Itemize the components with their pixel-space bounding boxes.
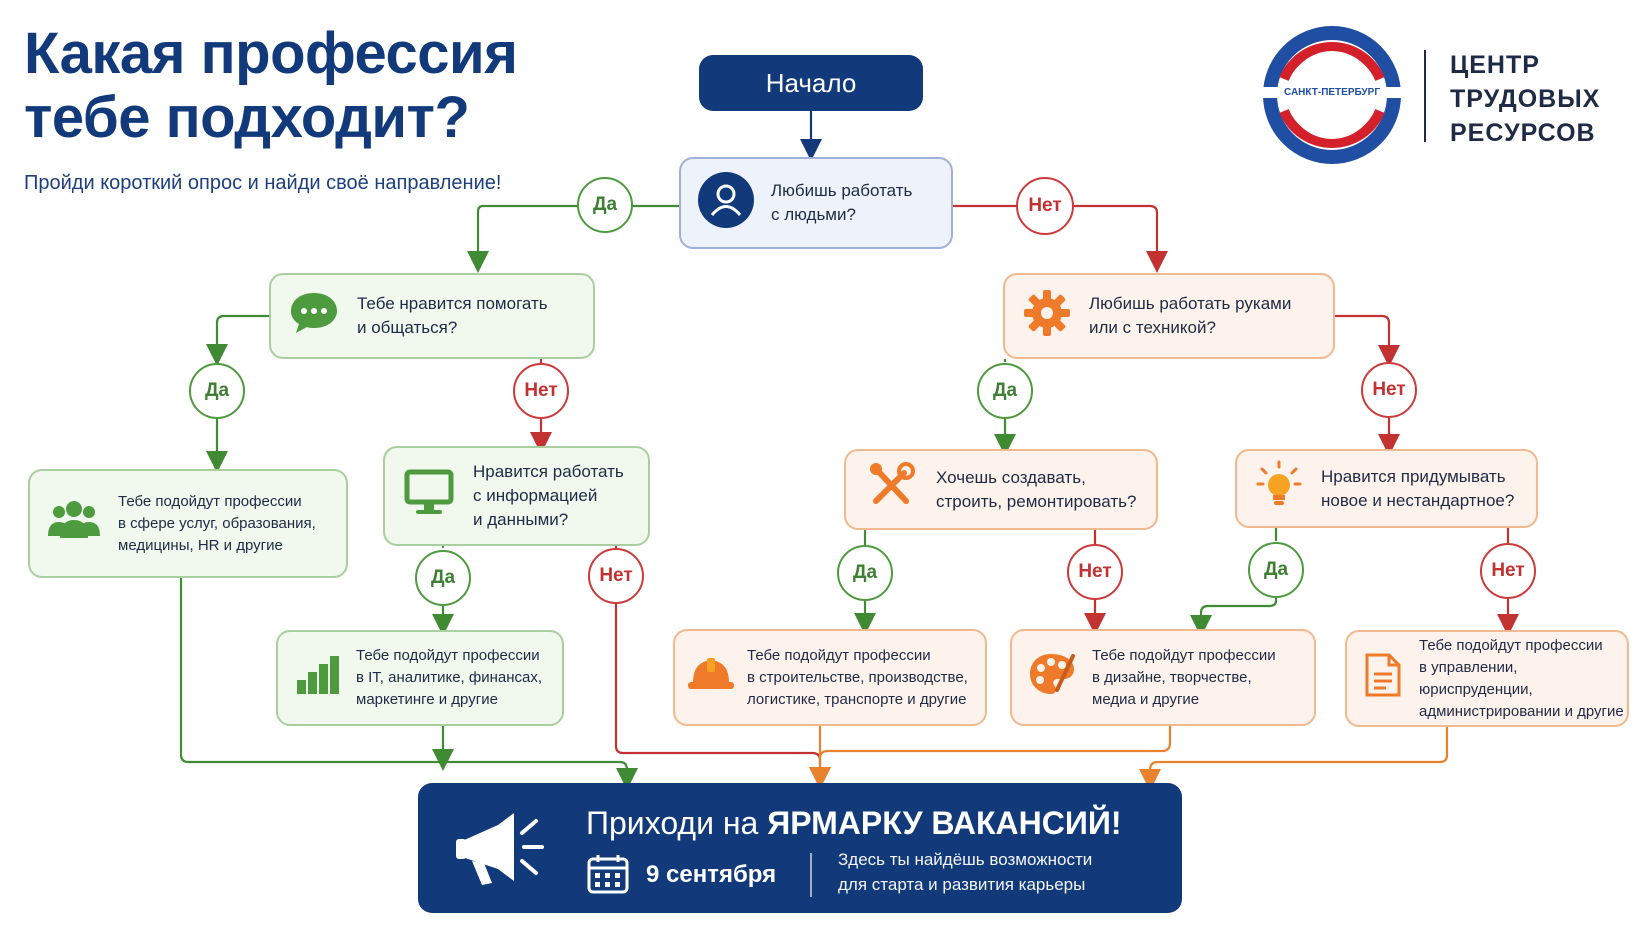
- question-invent-new: Нравится придумывать новое и нестандартн…: [1235, 449, 1538, 528]
- page-subtitle: Пройди короткий опрос и найди своё напра…: [24, 172, 502, 194]
- people-group-icon: [45, 500, 103, 547]
- result-management: Тебе подойдут профессии в управлении, юр…: [1345, 630, 1629, 727]
- question-build-repair: Хочешь создавать, строить, ремонтировать…: [844, 449, 1158, 530]
- badge-no-help: Нет: [513, 363, 569, 419]
- line-yes-to-design: [1190, 598, 1278, 637]
- result-text: Тебе подойдут профессии в управлении, юр…: [1419, 636, 1624, 720]
- line-q-help-yes: [206, 314, 269, 366]
- gear-icon: [1022, 288, 1072, 345]
- banner-date: 9 сентября: [646, 861, 777, 888]
- calendar-icon: [586, 853, 630, 900]
- badge-yes-people: Да: [577, 177, 633, 233]
- line-q-hands-no: [1335, 314, 1400, 367]
- banner-title-bold: ЯРМАРКУ ВАКАНСИЙ!: [767, 805, 1122, 841]
- line-q-people-no: [953, 204, 1168, 273]
- tools-icon: [866, 461, 916, 518]
- badge-no-people: Нет: [1016, 177, 1074, 235]
- banner-divider: [810, 853, 812, 897]
- question-help-communicate: Тебе нравится помогать и общаться?: [269, 273, 595, 359]
- result-construction: Тебе подойдут профессии в строительстве,…: [673, 629, 987, 726]
- question-text: Нравится работать с информацией и данным…: [473, 462, 624, 529]
- start-node: Начало: [699, 55, 923, 111]
- lightbulb-icon: [1256, 460, 1302, 517]
- question-text: Тебе нравится помогать и общаться?: [357, 294, 548, 337]
- question-work-with-data: Нравится работать с информацией и данным…: [383, 446, 650, 546]
- question-text: Любишь работать с людьми?: [771, 181, 913, 224]
- logo-divider: [1424, 50, 1426, 142]
- result-text: Тебе подойдут профессии в IT, аналитике,…: [356, 647, 543, 708]
- line-management-to-footer: [1139, 727, 1449, 791]
- result-design: Тебе подойдут профессии в дизайне, творч…: [1010, 629, 1316, 726]
- result-it: Тебе подойдут профессии в IT, аналитике,…: [276, 630, 564, 726]
- job-fair-banner: Приходи на ЯРМАРКУ ВАКАНСИЙ! 9 сентября …: [418, 783, 1182, 913]
- question-text: Любишь работать руками или с техникой?: [1089, 294, 1292, 337]
- person-icon: [698, 171, 754, 235]
- line-services-to-footer: [179, 578, 638, 790]
- monitor-icon: [404, 469, 454, 524]
- banner-title: Приходи на ЯРМАРКУ ВАКАНСИЙ!: [586, 805, 1122, 842]
- document-icon: [1364, 652, 1402, 705]
- badge-yes-help: Да: [189, 363, 245, 419]
- badge-no-info: Нет: [588, 548, 644, 604]
- logo: САНКТ-ПЕТЕРБУРГ: [1262, 25, 1402, 165]
- line-design-to-footer: [818, 726, 1172, 759]
- question-text: Хочешь создавать, строить, ремонтировать…: [936, 467, 1137, 511]
- hard-hat-icon: [686, 654, 736, 701]
- bar-chart-icon: [295, 654, 339, 703]
- palette-icon: [1027, 650, 1077, 705]
- line-q-people-yes: [467, 204, 679, 273]
- badge-no-build: Нет: [1067, 544, 1123, 600]
- badge-yes-info: Да: [415, 550, 471, 606]
- result-text: Тебе подойдут профессии в сфере услуг, о…: [118, 492, 316, 554]
- megaphone-icon: [452, 805, 548, 896]
- result-text: Тебе подойдут профессии в строительстве,…: [747, 646, 968, 708]
- result-services: Тебе подойдут профессии в сфере услуг, о…: [28, 469, 348, 578]
- logo-ring-text: САНКТ-ПЕТЕРБУРГ: [1262, 87, 1402, 98]
- question-work-with-people: Любишь работать с людьми?: [679, 157, 953, 249]
- badge-yes-build: Да: [837, 545, 893, 601]
- chat-bubble-icon: [288, 290, 340, 343]
- badge-no-invent: Нет: [1480, 543, 1536, 599]
- result-text: Тебе подойдут профессии в дизайне, творч…: [1092, 646, 1276, 708]
- badge-yes-invent: Да: [1248, 542, 1304, 598]
- question-text: Нравится придумывать новое и нестандартн…: [1321, 466, 1515, 510]
- badge-yes-hands: Да: [977, 363, 1033, 419]
- brand-name: ЦЕНТР ТРУДОВЫХ РЕСУРСОВ: [1450, 51, 1601, 147]
- banner-title-prefix: Приходи на: [586, 805, 759, 841]
- banner-description: Здесь ты найдёшь возможности для старта …: [838, 850, 1093, 894]
- page-title: Какая профессия тебе подходит?: [24, 21, 518, 150]
- badge-no-hands: Нет: [1361, 362, 1417, 418]
- question-work-with-hands: Любишь работать руками или с техникой?: [1003, 273, 1335, 359]
